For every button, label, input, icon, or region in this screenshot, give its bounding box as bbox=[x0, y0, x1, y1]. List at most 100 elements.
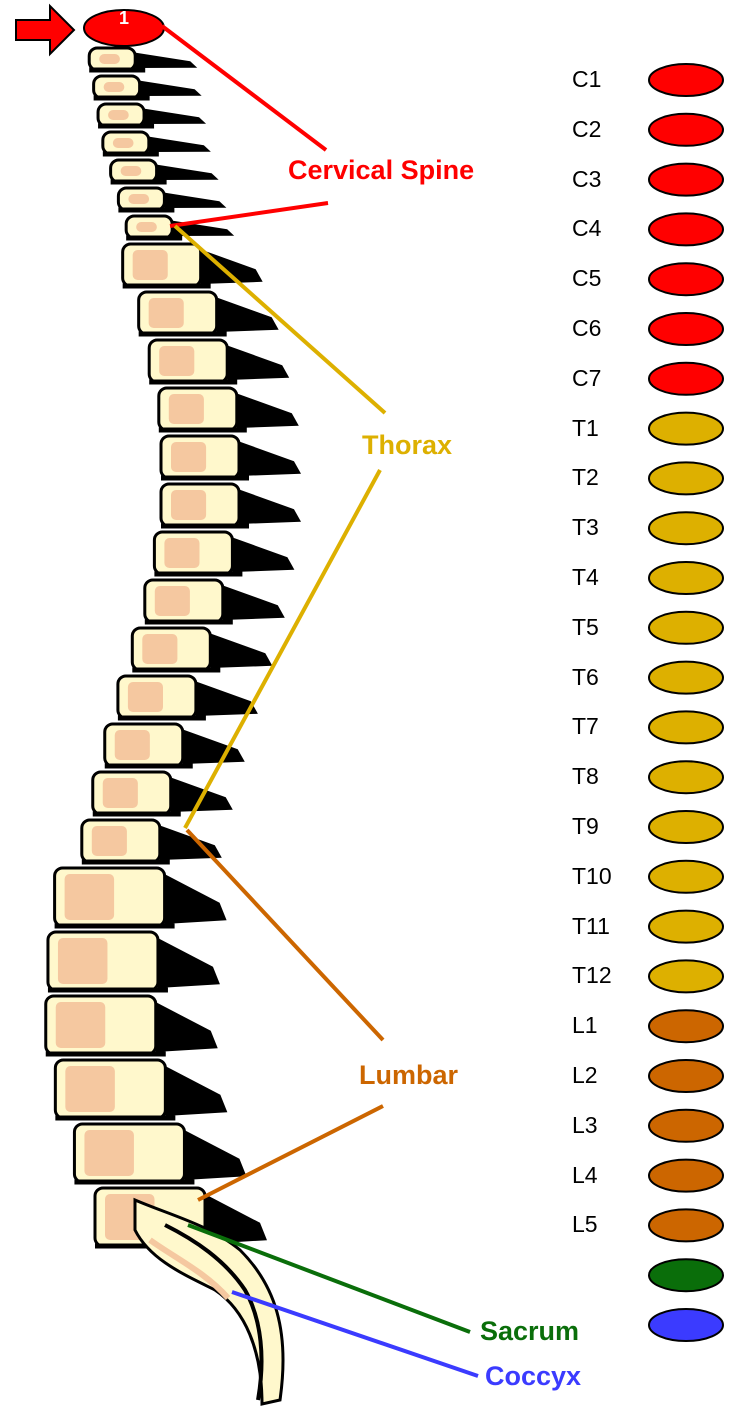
legend-oval-coccyx bbox=[649, 1309, 723, 1341]
vertebra-label-l4: L4 bbox=[572, 1162, 632, 1189]
vertebra-shading bbox=[133, 250, 168, 280]
vertebra-shading bbox=[113, 138, 134, 148]
vertebra-label-c2: C2 bbox=[572, 116, 632, 143]
legend-oval-l5 bbox=[649, 1209, 723, 1241]
spinous-process bbox=[161, 872, 227, 924]
legend-oval-t2 bbox=[649, 462, 723, 494]
vertebra-shading bbox=[149, 298, 184, 328]
legend-oval-c7 bbox=[649, 363, 723, 395]
vertebra-shading bbox=[99, 54, 120, 64]
vertebra-label-c7: C7 bbox=[572, 365, 632, 392]
vertebra-shading bbox=[108, 110, 129, 120]
legend-oval-t7 bbox=[649, 711, 723, 743]
vertebra-label-c3: C3 bbox=[572, 166, 632, 193]
legend-oval-t8 bbox=[649, 761, 723, 793]
vertebra-label-t3: T3 bbox=[572, 514, 632, 541]
legend-oval-t12 bbox=[649, 960, 723, 992]
spinous-process bbox=[180, 1128, 246, 1180]
legend-oval-t4 bbox=[649, 562, 723, 594]
vertebra-label-l2: L2 bbox=[572, 1062, 632, 1089]
spinous-process bbox=[154, 936, 220, 988]
spinous-process bbox=[228, 536, 294, 572]
vertebra-shading bbox=[104, 82, 125, 92]
legend-oval-t1 bbox=[649, 413, 723, 445]
spinous-process bbox=[213, 296, 279, 332]
vertebra-label-c1: C1 bbox=[572, 66, 632, 93]
spinous-process bbox=[152, 1000, 218, 1052]
arrow-pointer-icon bbox=[16, 6, 74, 54]
spinous-process bbox=[219, 584, 285, 620]
spinous-process bbox=[233, 392, 299, 428]
vertebra-shading bbox=[92, 826, 127, 856]
vertebra-label-t2: T2 bbox=[572, 464, 632, 491]
legend-oval-l4 bbox=[649, 1160, 723, 1192]
vertebra-label-l5: L5 bbox=[572, 1211, 632, 1238]
vertebra-shading bbox=[128, 682, 163, 712]
spinous-process bbox=[223, 344, 289, 380]
spinous-process bbox=[235, 488, 301, 524]
lumbar-leader-upper bbox=[187, 830, 383, 1040]
legend-oval-c2 bbox=[649, 114, 723, 146]
vertebra-label-t11: T11 bbox=[572, 913, 632, 940]
vertebra-label-t6: T6 bbox=[572, 664, 632, 691]
vertebra-shading bbox=[142, 634, 177, 664]
vertebra-label-t4: T4 bbox=[572, 564, 632, 591]
vertebra-shading bbox=[128, 194, 149, 204]
spinous-process bbox=[160, 192, 226, 208]
vertebra-label-c4: C4 bbox=[572, 215, 632, 242]
legend-oval-sacrum bbox=[649, 1259, 723, 1291]
vertebra-label-t10: T10 bbox=[572, 863, 632, 890]
spinous-process bbox=[136, 80, 202, 96]
spinous-process bbox=[206, 632, 272, 668]
vertebra-shading bbox=[84, 1130, 134, 1176]
vertebra-label-c6: C6 bbox=[572, 315, 632, 342]
legend-oval-c5 bbox=[649, 263, 723, 295]
legend-oval-t3 bbox=[649, 512, 723, 544]
legend-oval-c4 bbox=[649, 213, 723, 245]
spinous-process bbox=[153, 164, 219, 180]
legend-oval-t9 bbox=[649, 811, 723, 843]
region-label-coccyx: Coccyx bbox=[485, 1361, 581, 1392]
legend-oval-l1 bbox=[649, 1010, 723, 1042]
spinous-process bbox=[140, 108, 206, 124]
legend-oval-t10 bbox=[649, 861, 723, 893]
vertebra-label-t8: T8 bbox=[572, 763, 632, 790]
vertebra-shading bbox=[56, 1002, 106, 1048]
vertebra-shading bbox=[159, 346, 194, 376]
vertebra-shading bbox=[136, 222, 157, 232]
legend-oval-c1 bbox=[649, 64, 723, 96]
legend-oval-c3 bbox=[649, 164, 723, 196]
vertebra-label-l3: L3 bbox=[572, 1112, 632, 1139]
legend-oval-t6 bbox=[649, 662, 723, 694]
vertebra-shading bbox=[171, 442, 206, 472]
legend-oval-l3 bbox=[649, 1110, 723, 1142]
vertebra-shading bbox=[58, 938, 107, 984]
vertebra-label-l1: L1 bbox=[572, 1012, 632, 1039]
vertebra-shading bbox=[169, 394, 204, 424]
vertebra-shading bbox=[164, 538, 199, 568]
vertebra-shading bbox=[155, 586, 190, 616]
vertebra-label-t7: T7 bbox=[572, 713, 632, 740]
vertebra-shading bbox=[115, 730, 150, 760]
vertebra-label-t9: T9 bbox=[572, 813, 632, 840]
spinous-process bbox=[167, 776, 233, 812]
region-label-thorax: Thorax bbox=[362, 430, 452, 461]
legend-oval-l2 bbox=[649, 1060, 723, 1092]
legend-oval-c6 bbox=[649, 313, 723, 345]
marker-number: 1 bbox=[104, 8, 144, 29]
spinous-process bbox=[131, 52, 197, 68]
region-label-sacrum: Sacrum bbox=[480, 1316, 579, 1347]
legend-oval-t5 bbox=[649, 612, 723, 644]
vertebra-shading bbox=[103, 778, 138, 808]
spinous-process bbox=[161, 1064, 227, 1116]
vertebra-shading bbox=[65, 1066, 115, 1112]
vertebra-shading bbox=[65, 874, 115, 920]
spinous-process bbox=[235, 440, 301, 476]
spinous-process bbox=[145, 136, 211, 152]
vertebra-label-c5: C5 bbox=[572, 265, 632, 292]
region-label-cervical: Cervical Spine bbox=[288, 155, 474, 186]
vertebra-label-t5: T5 bbox=[572, 614, 632, 641]
legend-oval-t11 bbox=[649, 911, 723, 943]
vertebra-shading bbox=[171, 490, 206, 520]
